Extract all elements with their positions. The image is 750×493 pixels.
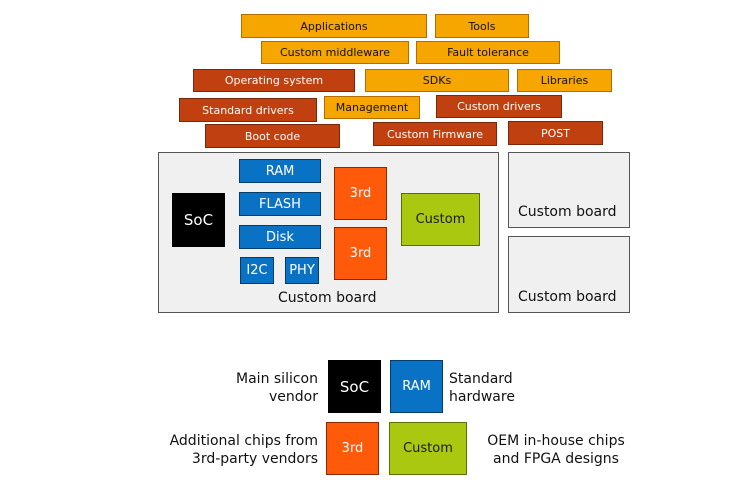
legend-custom-description: OEM in-house chips and FPGA designs (476, 432, 636, 468)
layer-standard-drivers: Standard drivers (179, 98, 317, 122)
legend-custom-desc-line2: and FPGA designs (493, 451, 619, 467)
legend-third-desc-line2: 3rd-party vendors (191, 451, 318, 467)
custom-chip: Custom (401, 193, 480, 246)
phy-chip: PHY (285, 257, 319, 284)
layer-operating-system: Operating system (193, 69, 355, 92)
legend-third-description: Additional chips from 3rd-party vendors (140, 432, 318, 468)
legend-soc-box: SoC (328, 360, 381, 413)
side-custom-board-2 (508, 236, 630, 313)
third-party-chip-1: 3rd (334, 167, 387, 220)
legend-custom-desc-line1: OEM in-house chips (487, 433, 625, 449)
disk-chip: Disk (239, 225, 321, 249)
layer-custom-firmware: Custom Firmware (373, 122, 497, 146)
legend-soc-desc-line2: vendor (269, 389, 318, 405)
layer-post: POST (508, 121, 603, 145)
side-board-1-label: Custom board (518, 204, 617, 220)
main-board-label: Custom board (278, 290, 377, 306)
ram-chip: RAM (239, 159, 321, 183)
layer-boot-code: Boot code (205, 124, 340, 148)
legend-soc-description: Main silicon vendor (196, 370, 318, 406)
soc-chip: SoC (172, 193, 225, 247)
flash-chip: FLASH (239, 192, 321, 216)
third-party-chip-2: 3rd (334, 227, 387, 280)
legend-ram-description: Standard hardware (449, 370, 569, 406)
layer-management: Management (324, 96, 420, 119)
legend-ram-box: RAM (390, 360, 443, 413)
layer-tools: Tools (435, 14, 529, 38)
layer-sdks: SDKs (365, 69, 509, 92)
side-board-2-label: Custom board (518, 289, 617, 305)
legend-ram-desc-line2: hardware (449, 389, 515, 405)
layer-libraries: Libraries (517, 69, 612, 92)
legend-third-box: 3rd (326, 422, 379, 475)
legend-soc-desc-line1: Main silicon (236, 371, 318, 387)
layer-custom-middleware: Custom middleware (261, 41, 409, 64)
legend-custom-box: Custom (389, 422, 467, 475)
layer-applications: Applications (241, 14, 427, 38)
legend-ram-desc-line1: Standard (449, 371, 513, 387)
layer-custom-drivers: Custom drivers (436, 95, 562, 118)
i2c-chip: I2C (240, 257, 274, 284)
legend-third-desc-line1: Additional chips from (169, 433, 318, 449)
layer-fault-tolerance: Fault tolerance (416, 41, 560, 64)
side-custom-board-1 (508, 152, 630, 228)
